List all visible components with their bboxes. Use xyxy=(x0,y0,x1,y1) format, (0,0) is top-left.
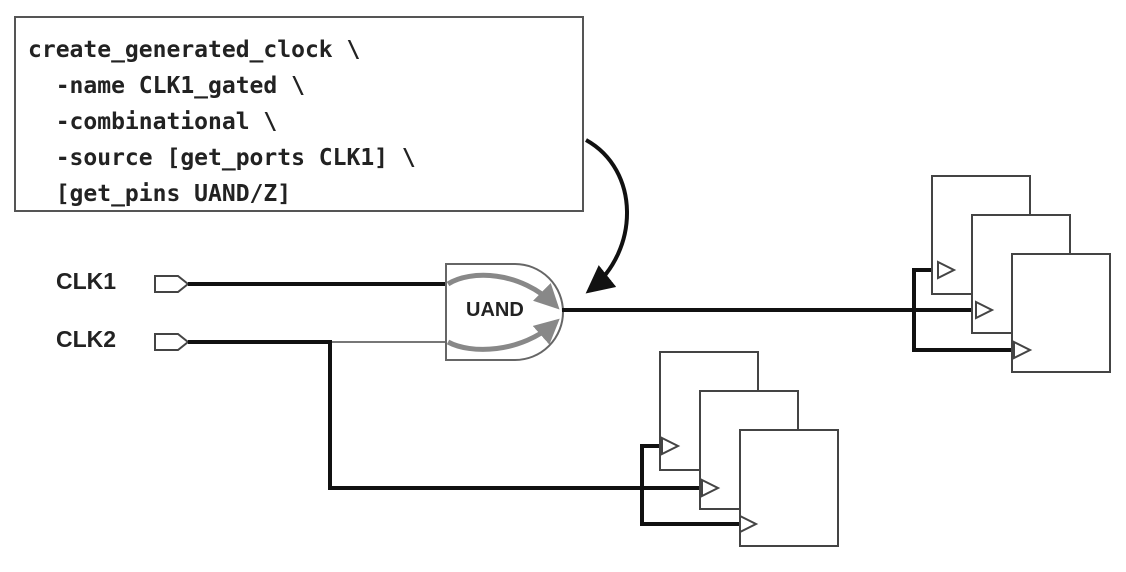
annotation-arrow xyxy=(585,138,629,294)
lower-bank-branch xyxy=(640,444,740,526)
gate-clock-path-top xyxy=(446,272,560,310)
code-line: -source [get_ports CLK1] \ xyxy=(28,145,416,171)
code-line: -combinational \ xyxy=(28,109,278,135)
code-line: -name CLK1_gated \ xyxy=(28,73,305,99)
clk2-label: CLK2 xyxy=(56,326,117,352)
gate-clock-path-bottom xyxy=(446,318,560,352)
upper-bank-branch xyxy=(912,268,1014,352)
clk1-label: CLK1 xyxy=(56,268,117,294)
clk2-port-icon xyxy=(154,333,190,351)
code-line: [get_pins UAND/Z] xyxy=(28,181,292,207)
clk1-port-icon xyxy=(154,275,190,293)
clk2-wire xyxy=(188,340,706,490)
upper-flop-3 xyxy=(1011,253,1111,373)
sdc-command-box: create_generated_clock \ -name CLK1_gate… xyxy=(14,16,584,212)
lower-flop-3 xyxy=(739,429,839,547)
code-line: create_generated_clock \ xyxy=(28,37,361,63)
gate-label: UAND xyxy=(466,299,524,321)
